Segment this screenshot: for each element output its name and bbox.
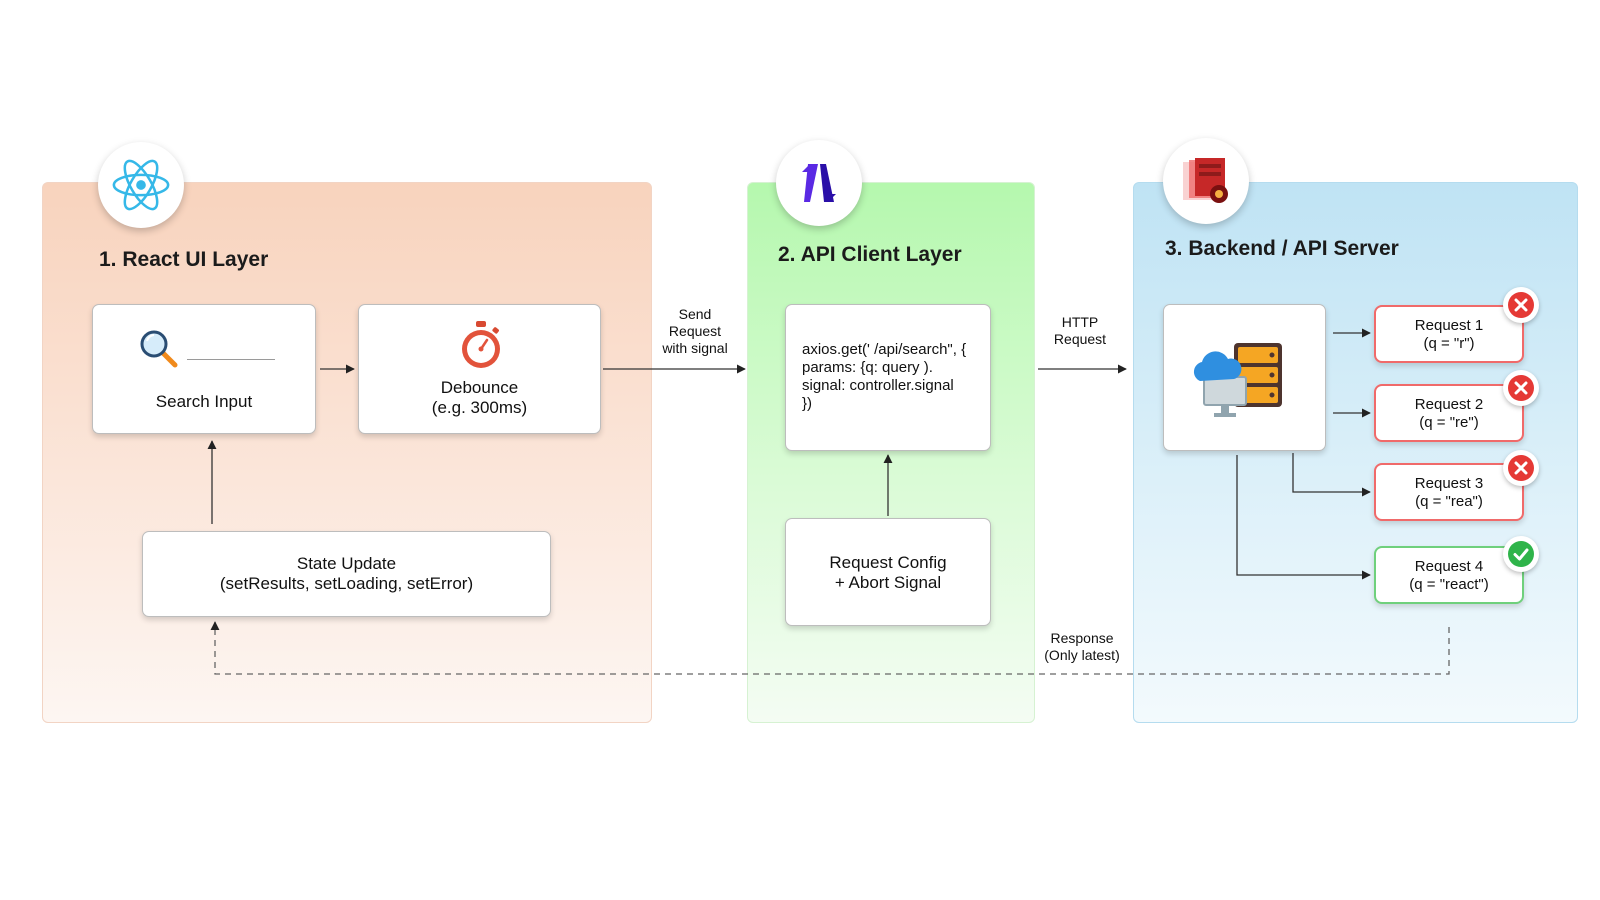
axios-code-node: axios.get(' /api/search", { params: {q: … [785, 304, 991, 451]
http-label-line-2: Request [1053, 331, 1107, 347]
request-1-node: Request 1 (q = "r") [1374, 305, 1524, 363]
send-label-line-1: Send [678, 306, 712, 322]
arrow-server-to-request-3 [1292, 453, 1371, 497]
arrow-server-to-request-4 [1236, 455, 1371, 580]
axios-code-line-1: axios.get(' /api/search", { [802, 341, 967, 358]
x-circle-icon [1508, 455, 1534, 481]
react-badge [98, 142, 184, 228]
react-layer-title: 1. React UI Layer [99, 248, 269, 271]
request-2-node: Request 2 (q = "re") [1374, 384, 1524, 442]
api-layer-title: 2. API Client Layer [778, 243, 962, 266]
request-3-node: Request 3 (q = "rea") [1374, 463, 1524, 521]
x-circle-icon [1508, 375, 1534, 401]
http-request-label: HTTP Request [1050, 314, 1110, 348]
request-3-label: Request 3 [1414, 475, 1484, 492]
state-update-sublabel: (setResults, setLoading, setError) [219, 574, 474, 593]
request-4-status [1503, 536, 1539, 572]
search-input-underline [187, 359, 275, 360]
x-circle-icon [1508, 292, 1534, 318]
magnifier-icon [140, 330, 178, 368]
axios-code-line-3: signal: controller.signal [802, 377, 954, 394]
request-4-query: (q = "react") [1409, 576, 1489, 593]
request-1-status [1503, 287, 1539, 323]
stopwatch-icon [462, 321, 500, 368]
request-4-label: Request 4 [1414, 558, 1484, 575]
debounce-node: Debounce (e.g. 300ms) [358, 304, 601, 434]
request-1-label: Request 1 [1414, 317, 1484, 334]
send-label-line-2: Request [668, 323, 722, 339]
request-1-query: (q = "r") [1423, 335, 1475, 352]
backend-layer-title: 3. Backend / API Server [1165, 237, 1399, 260]
react-ui-layer-panel [42, 182, 652, 723]
debounce-sublabel: (e.g. 300ms) [431, 398, 528, 417]
response-label-line-1: Response [1050, 630, 1114, 646]
response-label: Response (Only latest) [1040, 630, 1124, 664]
request-config-label: Request Config [829, 553, 947, 572]
response-label-line-2: (Only latest) [1044, 647, 1120, 663]
axios-code-line-2: params: {q: query ). [802, 359, 933, 376]
axios-badge [776, 140, 862, 226]
state-update-node: State Update (setResults, setLoading, se… [142, 531, 551, 617]
request-2-query: (q = "re") [1419, 414, 1479, 431]
server-node [1163, 304, 1326, 451]
send-request-label: Send Request with signal [660, 306, 730, 357]
request-3-status [1503, 450, 1539, 486]
server-gear-icon [1183, 158, 1228, 203]
request-4-node: Request 4 (q = "react") [1374, 546, 1524, 604]
axios-code-line-4: }) [802, 395, 813, 412]
search-input-label: Search Input [155, 392, 253, 411]
search-input-node: Search Input [92, 304, 316, 434]
request-config-node: Request Config + Abort Signal [785, 518, 991, 626]
request-2-status [1503, 370, 1539, 406]
check-circle-icon [1508, 541, 1534, 567]
request-3-query: (q = "rea") [1415, 493, 1483, 510]
api-client-layer-panel [747, 182, 1035, 723]
request-2-label: Request 2 [1414, 396, 1484, 413]
arrow-response-dashed [210, 621, 1450, 675]
debounce-label: Debounce [440, 378, 519, 397]
axios-logo-icon [802, 164, 836, 202]
request-config-sublabel: + Abort Signal [834, 573, 942, 592]
react-atom-icon [112, 159, 170, 211]
backend-badge [1163, 138, 1249, 224]
backend-api-server-panel [1133, 182, 1578, 723]
state-update-label: State Update [296, 554, 397, 573]
http-label-line-1: HTTP [1061, 314, 1099, 330]
send-label-line-3: with signal [662, 340, 728, 356]
cloud-server-icon [1193, 343, 1282, 417]
